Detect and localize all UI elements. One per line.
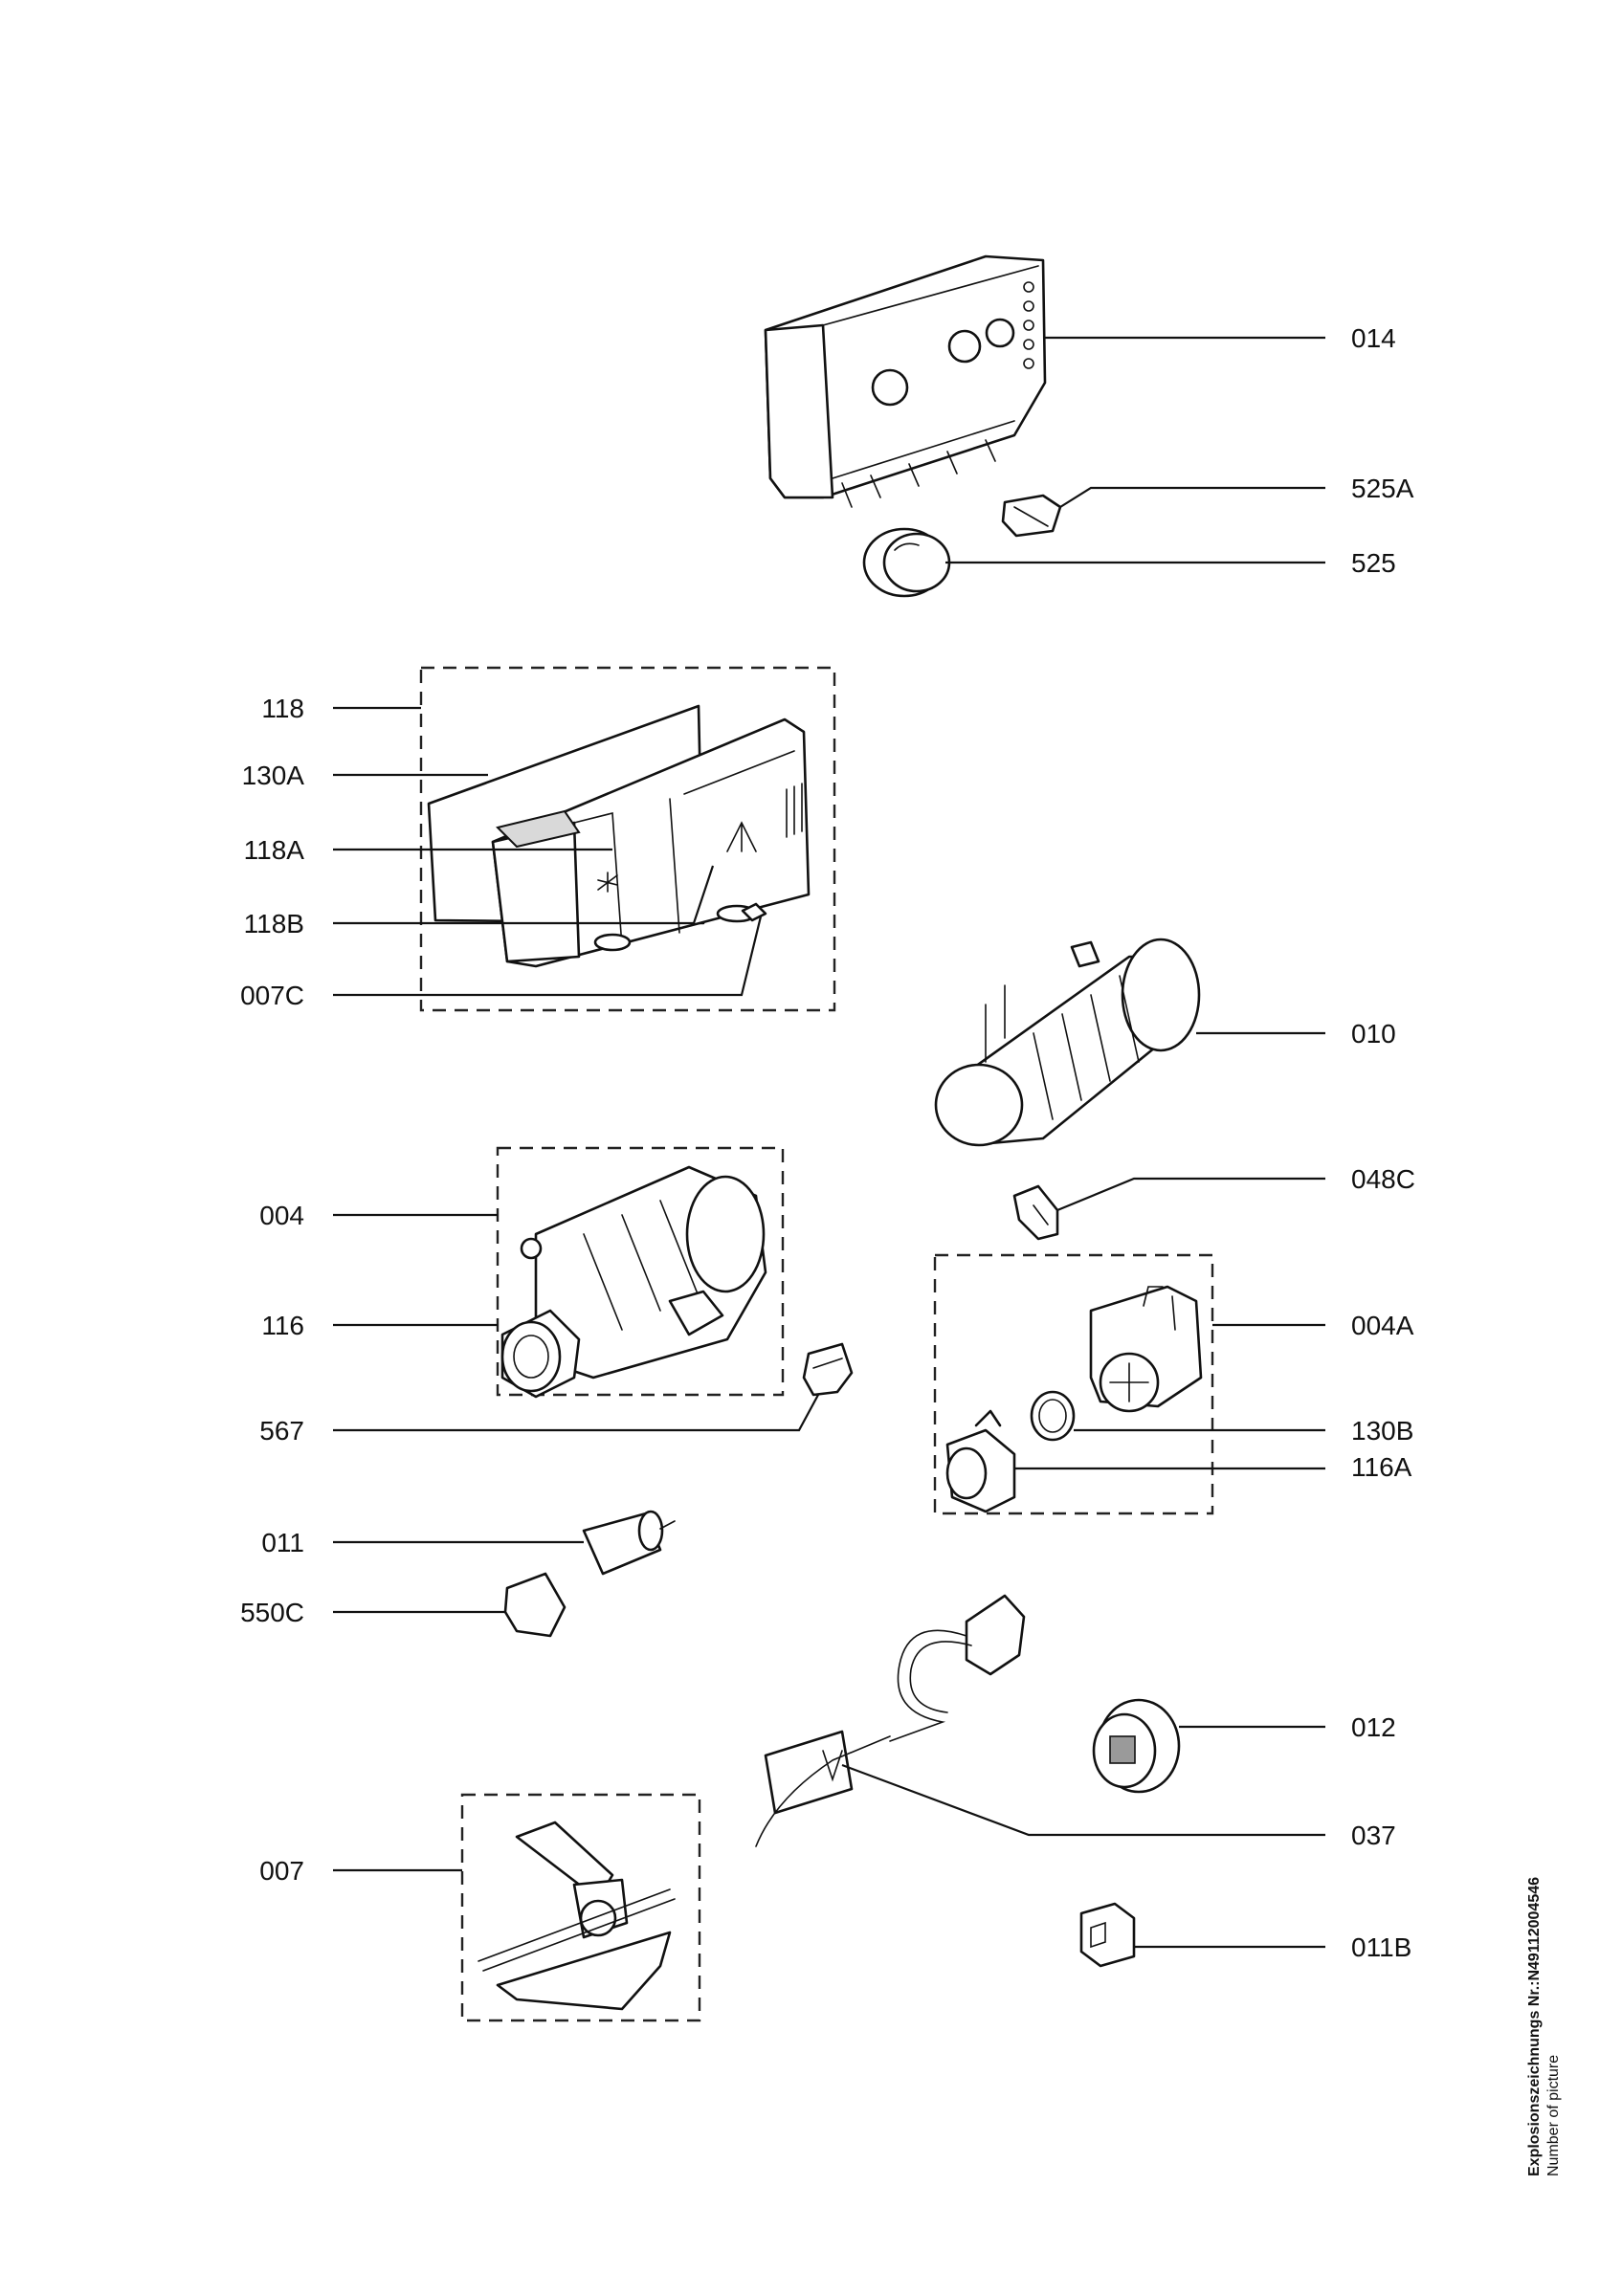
group-frame-007	[460, 1793, 701, 2022]
label-004A: 004A	[1351, 1311, 1414, 1340]
switch-clip-part	[1001, 494, 1062, 538]
caption-line-2: Number of picture	[1545, 2055, 1562, 2176]
clip-part	[802, 1342, 854, 1397]
leader-118B	[333, 865, 715, 925]
leader-lines	[333, 336, 1325, 1949]
label-004: 004	[259, 1201, 304, 1230]
leader-525A	[1059, 486, 1325, 508]
label-118A: 118A	[244, 835, 305, 865]
group-frame-004	[496, 1146, 785, 1397]
picture-number-caption: Explosionszeichnungs Nr.:N49112004546 Nu…	[1526, 1877, 1562, 2176]
pressure-switch-part	[1092, 1698, 1181, 1794]
label-011: 011	[261, 1528, 304, 1557]
label-525A: 525A	[1351, 474, 1414, 503]
leader-007C	[333, 916, 763, 997]
cable-bracket-part	[755, 1730, 891, 1847]
heater-part	[934, 938, 1201, 1147]
mains-cable-part	[889, 1594, 1026, 1742]
control-module-part	[764, 254, 1047, 508]
drain-pump-part	[1089, 1285, 1203, 1413]
knob-part	[862, 527, 951, 598]
label-116: 116	[261, 1311, 304, 1340]
label-007: 007	[259, 1856, 304, 1886]
sensor-part	[1012, 1184, 1059, 1241]
label-130B: 130B	[1351, 1416, 1413, 1446]
label-118: 118	[261, 694, 304, 723]
label-014: 014	[1351, 323, 1396, 353]
pump-housing-part	[945, 1409, 1016, 1513]
cap-part	[503, 1572, 567, 1638]
label-012: 012	[1351, 1712, 1396, 1742]
seal-ring-part	[1030, 1390, 1076, 1442]
relay-part	[1079, 1902, 1136, 1968]
label-116A: 116A	[1351, 1452, 1412, 1482]
leader-048C	[1056, 1177, 1325, 1212]
label-037: 037	[1351, 1821, 1396, 1850]
group-frame-004A	[933, 1253, 1214, 1515]
circulation-pump-part	[500, 1165, 767, 1399]
caption-line-1: Explosionszeichnungs Nr.:N49112004546	[1526, 1877, 1543, 2176]
spray-arm-part	[478, 1821, 676, 2011]
leader-567	[333, 1394, 819, 1432]
leader-037	[841, 1763, 1325, 1837]
label-550C: 550C	[240, 1598, 304, 1627]
label-130A: 130A	[242, 761, 305, 790]
label-118B: 118B	[244, 909, 304, 938]
label-010: 010	[1351, 1019, 1396, 1049]
capacitor-part	[582, 1510, 676, 1576]
label-048C: 048C	[1351, 1164, 1415, 1194]
label-525: 525	[1351, 548, 1396, 578]
label-007C: 007C	[240, 981, 304, 1010]
label-011B: 011B	[1351, 1932, 1411, 1962]
label-567: 567	[259, 1416, 304, 1446]
group-frame-118	[419, 666, 836, 1012]
detergent-dispenser-part	[427, 704, 811, 968]
